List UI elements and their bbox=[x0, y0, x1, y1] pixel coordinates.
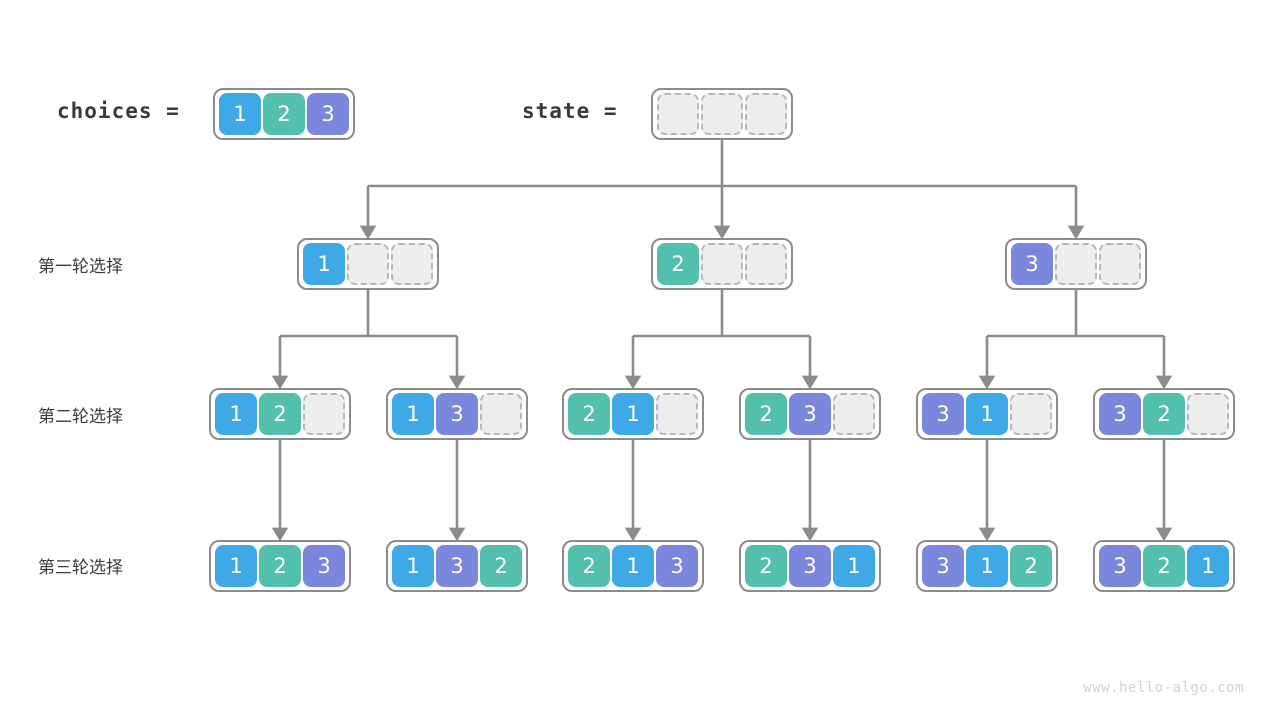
choices-cell-1: 2 bbox=[263, 93, 305, 135]
l3n2-cell-0: 1 bbox=[392, 545, 434, 587]
l2n1-cell-1: 2 bbox=[259, 393, 301, 435]
l3n5-cell-1: 1 bbox=[966, 545, 1008, 587]
l3n6-cell-1: 2 bbox=[1143, 545, 1185, 587]
state-cell-2 bbox=[745, 93, 787, 135]
state-cell-1 bbox=[701, 93, 743, 135]
l2n1-cell-2 bbox=[303, 393, 345, 435]
l2n4-cell-0: 2 bbox=[745, 393, 787, 435]
l2n3-cell-0: 2 bbox=[568, 393, 610, 435]
l3n4-cell-1: 3 bbox=[789, 545, 831, 587]
l2n2-cell-2 bbox=[480, 393, 522, 435]
l2n6-cell-0: 3 bbox=[1099, 393, 1141, 435]
l1n1-cell-1 bbox=[347, 243, 389, 285]
l2n2-cell-1: 3 bbox=[436, 393, 478, 435]
l3n3-cell-2: 3 bbox=[656, 545, 698, 587]
l1n3-cell-2 bbox=[1099, 243, 1141, 285]
l3n2-cell-2: 2 bbox=[480, 545, 522, 587]
l2n4-cell-1: 3 bbox=[789, 393, 831, 435]
l1n1-cell-0: 1 bbox=[303, 243, 345, 285]
l3n5-cell-2: 2 bbox=[1010, 545, 1052, 587]
state-cell-0 bbox=[657, 93, 699, 135]
state-array-root bbox=[651, 88, 793, 140]
l2n5-cell-2 bbox=[1010, 393, 1052, 435]
l2n5-cell-0: 3 bbox=[922, 393, 964, 435]
l1n3-cell-1 bbox=[1055, 243, 1097, 285]
l1n3-cell-0: 3 bbox=[1011, 243, 1053, 285]
l3n2-cell-1: 3 bbox=[436, 545, 478, 587]
state-label: state = bbox=[522, 99, 618, 123]
l1n2-cell-0: 2 bbox=[657, 243, 699, 285]
l2n3-cell-1: 1 bbox=[612, 393, 654, 435]
choices-label: choices = bbox=[57, 99, 180, 123]
l3n3-cell-1: 1 bbox=[612, 545, 654, 587]
l3n3-cell-0: 2 bbox=[568, 545, 610, 587]
state-array-level1-3: 3 bbox=[1005, 238, 1147, 290]
choices-cell-0: 1 bbox=[219, 93, 261, 135]
l2n1-cell-0: 1 bbox=[215, 393, 257, 435]
choices-cell-2: 3 bbox=[307, 93, 349, 135]
l3n1-cell-1: 2 bbox=[259, 545, 301, 587]
l2n4-cell-2 bbox=[833, 393, 875, 435]
l3n4-cell-0: 2 bbox=[745, 545, 787, 587]
l2n2-cell-0: 1 bbox=[392, 393, 434, 435]
l3n6-cell-2: 1 bbox=[1187, 545, 1229, 587]
l1n1-cell-2 bbox=[391, 243, 433, 285]
state-array-level1-2: 2 bbox=[651, 238, 793, 290]
l3n1-cell-0: 1 bbox=[215, 545, 257, 587]
l3n1-cell-2: 3 bbox=[303, 545, 345, 587]
l3n4-cell-2: 1 bbox=[833, 545, 875, 587]
l1n2-cell-2 bbox=[745, 243, 787, 285]
row-label-round-3: 第三轮选择 bbox=[38, 558, 123, 578]
l2n6-cell-2 bbox=[1187, 393, 1229, 435]
l2n5-cell-1: 1 bbox=[966, 393, 1008, 435]
row-label-round-2: 第二轮选择 bbox=[38, 407, 123, 427]
l2n3-cell-2 bbox=[656, 393, 698, 435]
row-label-round-1: 第一轮选择 bbox=[38, 257, 123, 277]
state-array-level1-1: 1 bbox=[297, 238, 439, 290]
watermark: www.hello-algo.com bbox=[1083, 680, 1244, 696]
l2n6-cell-1: 2 bbox=[1143, 393, 1185, 435]
l1n2-cell-1 bbox=[701, 243, 743, 285]
l3n6-cell-0: 3 bbox=[1099, 545, 1141, 587]
l3n5-cell-0: 3 bbox=[922, 545, 964, 587]
